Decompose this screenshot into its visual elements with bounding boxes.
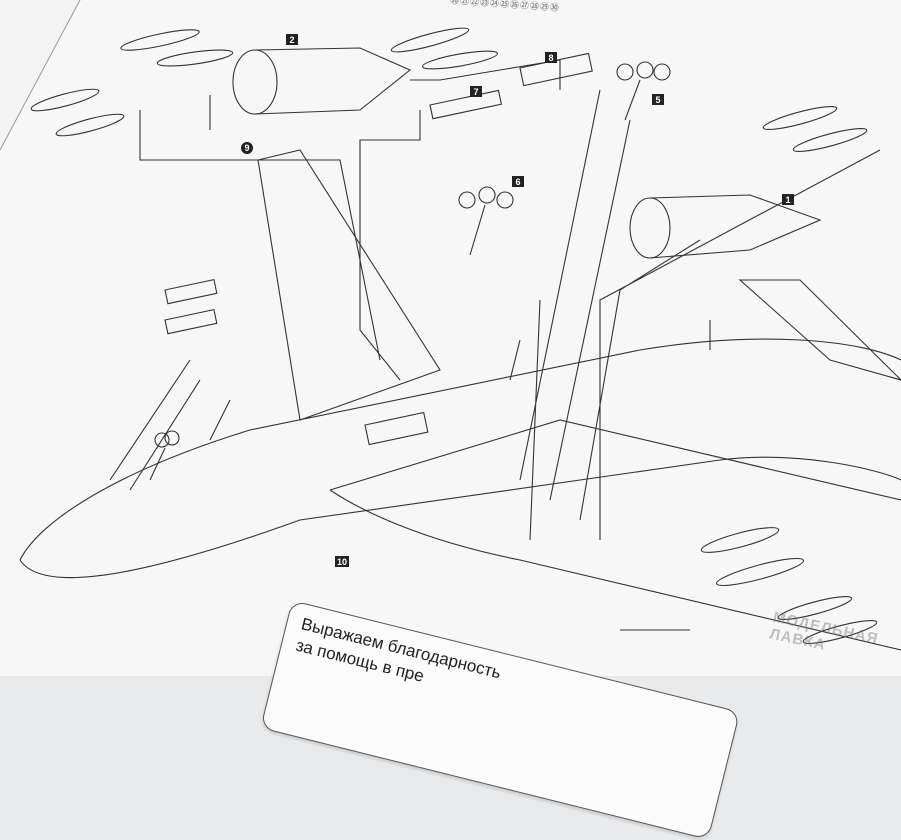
part-label-10: 10 [337, 557, 347, 567]
gear-5 [616, 61, 671, 121]
fuselage-outline [19, 338, 901, 579]
part-label-9: 9 [244, 143, 249, 153]
wing-outline [329, 419, 901, 651]
gear-6 [458, 186, 514, 256]
instruction-sheet: 2 8 7 5 6 1 9 10 [0, 0, 901, 676]
gear-nose [149, 430, 180, 481]
stabilizer [738, 279, 901, 381]
part-label-6: 6 [515, 177, 520, 187]
part-label-1: 1 [785, 195, 790, 205]
part-label-2: 2 [289, 35, 294, 45]
engine-1 [629, 194, 822, 259]
tail-fin [257, 149, 441, 421]
part-label-7: 7 [473, 87, 478, 97]
part-label-5: 5 [655, 95, 660, 105]
engine-2 [232, 47, 412, 115]
part-label-8: 8 [548, 53, 553, 63]
